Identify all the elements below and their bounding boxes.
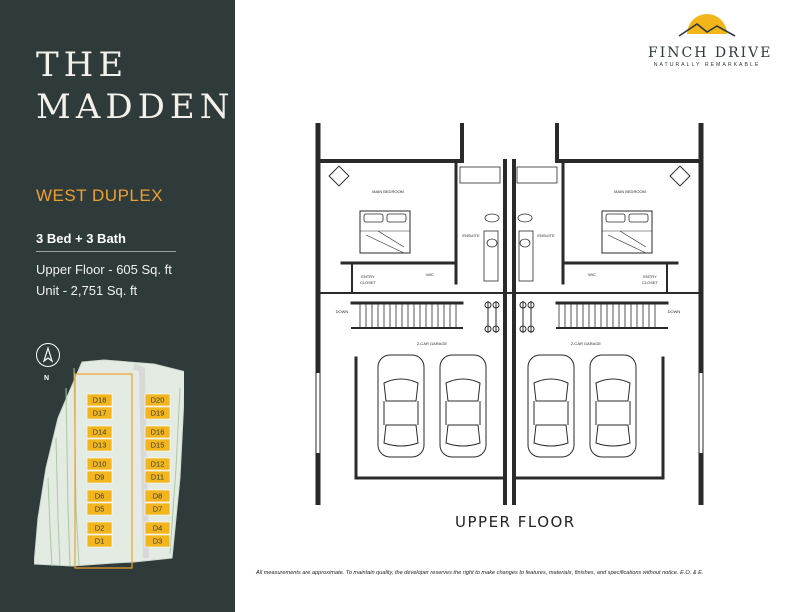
upper-floor-area: Upper Floor - 605 Sq. ft <box>36 262 172 277</box>
lot-label: D4 <box>153 524 163 533</box>
lot-D16 <box>144 425 171 439</box>
lot-D18 <box>86 393 113 407</box>
title-line-1: THE <box>36 45 129 85</box>
room-label-wic-left: WIC <box>426 272 434 277</box>
room-label-down-left: DOWN <box>336 309 349 314</box>
lot-D7 <box>144 502 171 516</box>
room-label-wic-right: WIC <box>588 272 596 277</box>
site-contour <box>65 387 71 567</box>
lot-D15 <box>144 438 171 452</box>
brand-logo: FINCH DRIVE NATURALLY REMARKABLE <box>648 14 773 68</box>
lot-D8 <box>144 489 171 503</box>
disclaimer: All measurements are approximate. To mai… <box>256 570 704 576</box>
lot-D6 <box>86 489 113 503</box>
lot-label: D2 <box>95 524 105 533</box>
sidebar: THE MADDEN WEST DUPLEX 3 Bed + 3 Bath Up… <box>0 0 235 612</box>
brand-name: FINCH DRIVE <box>648 45 773 61</box>
lot-D10 <box>86 457 113 471</box>
unit-area: Unit - 2,751 Sq. ft <box>36 283 138 298</box>
room-label-garage-left: 2-CAR GARAGE <box>417 341 448 346</box>
bikes-icon <box>484 301 535 333</box>
car-icon <box>527 354 575 458</box>
site-road <box>132 363 149 559</box>
lot-D11 <box>144 470 171 484</box>
lot-label: D17 <box>93 409 107 418</box>
lot-D17 <box>86 406 113 420</box>
room-label-entry-right: ENTRY <box>643 274 657 279</box>
site-contour <box>47 477 53 567</box>
room-label-down-right: DOWN <box>668 309 681 314</box>
unit-type: WEST DUPLEX <box>36 186 164 205</box>
lot-label: D1 <box>95 537 105 546</box>
lot-label: D15 <box>151 441 165 450</box>
north-label: N <box>44 375 50 382</box>
lot-D2 <box>86 521 113 535</box>
lot-D14 <box>86 425 113 439</box>
lot-label: D3 <box>153 537 163 546</box>
room-label-ensuite-left: ENSUITE <box>462 233 480 238</box>
room-label-garage-right: 2-CAR GARAGE <box>571 341 602 346</box>
armchair-left <box>328 165 350 187</box>
lot-D5 <box>86 502 113 516</box>
room-label-main-bedroom-left: MAIN BEDROOM <box>372 189 404 194</box>
room-label-main-bedroom-right: MAIN BEDROOM <box>614 189 646 194</box>
room-label-entry-left: ENTRY <box>361 274 375 279</box>
garage-cars <box>377 354 637 458</box>
lot-label: D13 <box>93 441 107 450</box>
brand-tagline: NATURALLY REMARKABLE <box>653 62 761 68</box>
site-contour <box>55 437 61 567</box>
lot-D9 <box>86 470 113 484</box>
floor-label: UPPER FLOOR <box>455 513 576 531</box>
car-icon <box>377 354 425 458</box>
room-label-closet-right: CLOSET <box>642 280 659 285</box>
lot-D12 <box>144 457 171 471</box>
lot-label: D9 <box>95 473 105 482</box>
ensuite-fixtures <box>459 166 558 282</box>
lot-label: D18 <box>93 396 107 405</box>
lot-label: D8 <box>153 492 163 501</box>
lot-label: D14 <box>93 428 107 437</box>
lot-D3 <box>144 534 171 548</box>
car-icon <box>439 354 487 458</box>
armchair-right <box>669 165 691 187</box>
bed-left <box>359 210 411 254</box>
bed-bath-count: 3 Bed + 3 Bath <box>36 231 126 246</box>
lot-D13 <box>86 438 113 452</box>
lot-D1 <box>86 534 113 548</box>
lot-label: D7 <box>153 505 163 514</box>
car-icon <box>589 354 637 458</box>
lot-D20 <box>144 393 171 407</box>
sunrise-icon <box>678 14 736 37</box>
highlighted-block <box>74 373 133 569</box>
room-label-ensuite-right: ENSUITE <box>537 233 555 238</box>
title-line-2: MADDEN <box>36 87 235 127</box>
lot-label: D16 <box>151 428 165 437</box>
lot-label: D20 <box>151 396 165 405</box>
divider <box>36 251 176 252</box>
lot-label: D5 <box>95 505 105 514</box>
room-label-closet-left: CLOSET <box>360 280 377 285</box>
floor-plan: MAIN BEDROOM MAIN BEDROOM ENSUITE ENSUIT… <box>315 123 704 505</box>
lot-label: D11 <box>151 473 164 482</box>
lot-D4 <box>144 521 171 535</box>
north-arrow-icon <box>36 343 60 367</box>
bed-right <box>601 210 653 254</box>
lot-label: D10 <box>93 460 107 469</box>
lot-label: D19 <box>151 409 165 418</box>
lot-D19 <box>144 406 171 420</box>
lot-label: D12 <box>151 460 165 469</box>
lot-label: D6 <box>95 492 105 501</box>
site-contour <box>169 387 181 555</box>
page-title: THE MADDEN <box>36 44 234 128</box>
